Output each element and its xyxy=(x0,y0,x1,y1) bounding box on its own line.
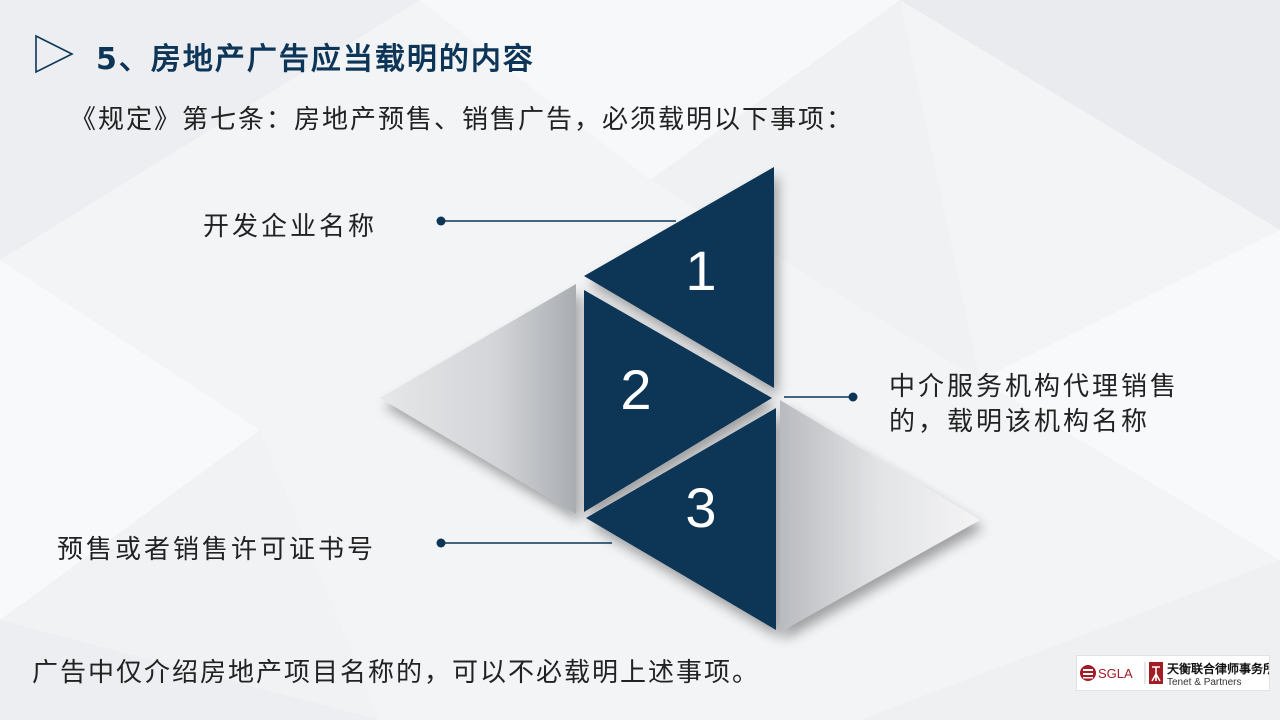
navy-triangle-1 xyxy=(584,167,774,388)
item-label-2-line2: 的，载明该机构名称 xyxy=(889,407,1151,437)
step-number-3: 3 xyxy=(685,476,716,539)
page-title: 5、房地产广告应当载明的内容 xyxy=(96,42,535,77)
logo-sgla-text: SGLA xyxy=(1098,666,1133,681)
law-firm-logo: SGLA 天衡联合律师事务所 Tenet & Partners xyxy=(1076,655,1275,691)
silver-left-triangle xyxy=(380,284,576,514)
connector-dot-3 xyxy=(436,538,446,548)
sgla-emblem-icon xyxy=(1080,665,1096,681)
play-arrow-icon xyxy=(35,34,74,74)
item-label-1: 开发企业名称 xyxy=(203,212,378,242)
page-subtitle: 《规定》第七条：房地产预售、销售广告，必须载明以下事项： xyxy=(70,105,855,135)
item-label-2-line1: 中介服务机构代理销售 xyxy=(889,372,1180,402)
firm-name-en: Tenet & Partners xyxy=(1167,677,1241,688)
footer-note: 广告中仅介绍房地产项目名称的，可以不必载明上述事项。 xyxy=(32,658,761,688)
step-number-1: 1 xyxy=(685,239,716,302)
logo-graphic: SGLA 天衡联合律师事务所 Tenet & Partners xyxy=(1080,661,1275,688)
navy-triangle-2 xyxy=(584,290,772,512)
silver-right-triangle xyxy=(780,400,980,632)
firm-name-cn: 天衡联合律师事务所 xyxy=(1167,661,1269,676)
connector-dot-2 xyxy=(848,392,858,402)
item-label-3: 预售或者销售许可证书号 xyxy=(57,535,377,565)
navy-triangle-3 xyxy=(586,408,776,630)
connector-dot-1 xyxy=(436,216,446,226)
step-number-2: 2 xyxy=(620,358,651,421)
